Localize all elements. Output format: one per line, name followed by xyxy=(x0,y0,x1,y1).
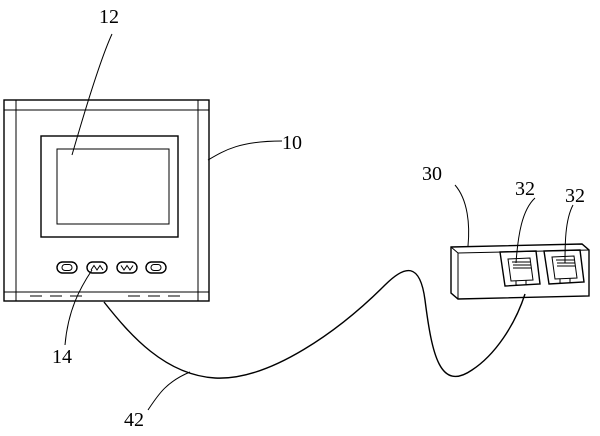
button-3 xyxy=(116,261,138,274)
button-1 xyxy=(56,261,78,274)
button-row xyxy=(56,261,167,274)
controller-unit xyxy=(3,99,210,302)
port-jack-right xyxy=(543,249,585,285)
label-buttons: 14 xyxy=(52,346,72,368)
leader-lines xyxy=(64,33,574,411)
label-display: 12 xyxy=(99,6,119,28)
label-port-right: 32 xyxy=(565,185,585,207)
module-box xyxy=(450,243,590,300)
label-port-left: 32 xyxy=(515,178,535,200)
label-module: 30 xyxy=(422,163,442,185)
label-cable: 42 xyxy=(124,409,144,431)
display-screen xyxy=(40,135,179,238)
port-jack-left xyxy=(499,250,541,287)
label-controller: 10 xyxy=(282,132,302,154)
button-4 xyxy=(145,261,167,274)
button-2 xyxy=(86,261,108,274)
cable xyxy=(103,269,526,379)
